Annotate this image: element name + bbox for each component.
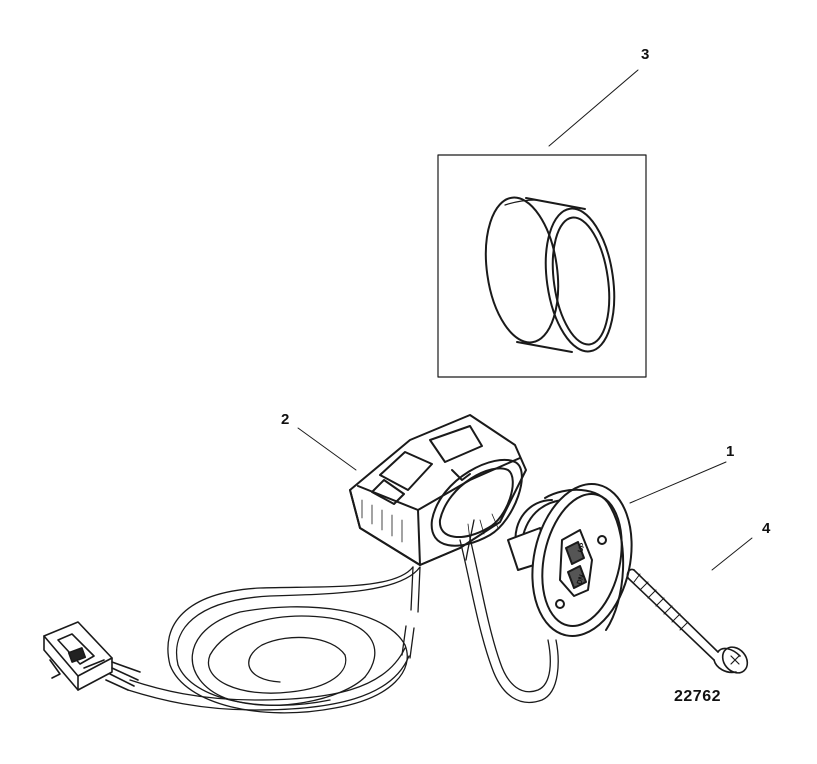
- callout-1: 1: [726, 443, 735, 460]
- leader-line-4: [711, 537, 753, 571]
- wire-coil: [127, 566, 421, 714]
- callout-3: 3: [641, 46, 650, 63]
- figure-number: 22762: [674, 688, 721, 705]
- part-1-switch: [507, 483, 633, 637]
- leader-line-2: [297, 427, 357, 471]
- inset-frame: [437, 154, 647, 378]
- ring-part-3: [484, 196, 616, 353]
- leader-line-1: [629, 461, 727, 504]
- switch-label-dn: DN: [576, 574, 586, 586]
- callout-2: 2: [281, 411, 290, 428]
- switch-label-up: UP: [577, 542, 587, 554]
- switch-cable: [459, 519, 559, 704]
- part-3-inset: [437, 154, 647, 378]
- callout-4: 4: [762, 520, 771, 537]
- connector-plug: [43, 621, 141, 691]
- part-2-housing: [349, 414, 527, 566]
- part-4-bolt: [626, 568, 749, 674]
- leader-line-3: [548, 69, 639, 147]
